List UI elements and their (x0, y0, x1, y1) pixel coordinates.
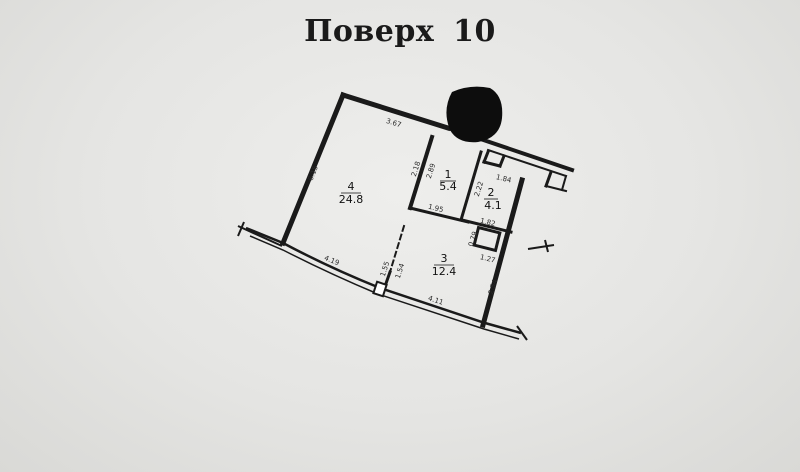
svg-text:5.4: 5.4 (439, 180, 457, 193)
svg-text:4: 4 (348, 180, 355, 193)
dim-room3-left-b: 1.54 (394, 262, 407, 280)
room-2-label: 2 4.1 (484, 186, 502, 212)
svg-text:24.8: 24.8 (339, 193, 364, 206)
redaction-blot (446, 86, 503, 143)
svg-text:2: 2 (488, 186, 495, 199)
floor-title: Поверх 10 (304, 14, 496, 49)
dim-room1-left: 2.89 (425, 162, 437, 179)
svg-text:3: 3 (441, 252, 448, 265)
room-3-label: 3 12.4 (432, 252, 457, 278)
dim-left-room4: 6.15 (307, 165, 320, 182)
room-4-label: 4 24.8 (339, 180, 364, 206)
svg-text:4.1: 4.1 (484, 199, 502, 212)
svg-text:12.4: 12.4 (432, 265, 457, 278)
dim-room3-right: 2.54 (487, 278, 500, 296)
wall-top (339, 91, 452, 132)
room-1-label: 1 5.4 (439, 168, 457, 193)
dim-room2-top: 1.84 (495, 173, 513, 185)
dim-top-room4: 3.67 (385, 117, 402, 129)
dim-room2-left: 2.22 (473, 180, 485, 197)
wall-right (479, 176, 526, 329)
svg-text:1: 1 (445, 168, 452, 181)
dim-shaft-bottom: 1.27 (479, 253, 496, 265)
dim-room2-bottom: 1.82 (479, 217, 496, 229)
dim-room1-bottom: 1.95 (427, 203, 444, 215)
wall-left (279, 91, 347, 247)
